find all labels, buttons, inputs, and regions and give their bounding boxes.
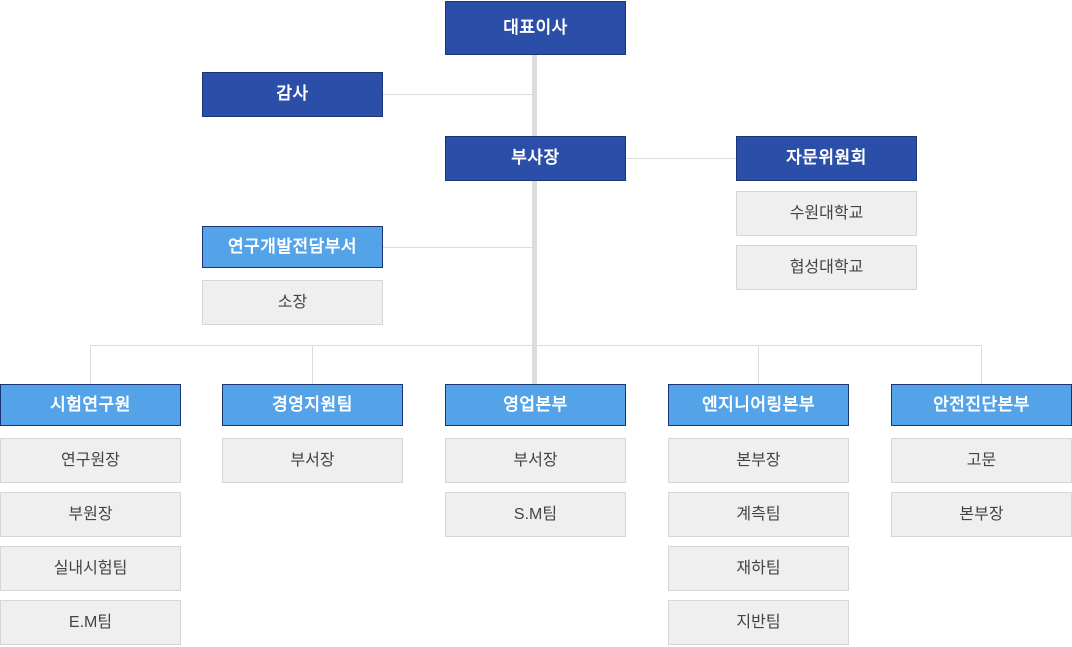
connector-auditor: [383, 94, 535, 95]
node-auditor[interactable]: 감사: [202, 72, 383, 117]
node-department-member[interactable]: 계측팀: [668, 492, 849, 537]
node-department-header[interactable]: 엔지니어링본부: [668, 384, 849, 426]
node-advisory-committee[interactable]: 자문위원회: [736, 136, 917, 181]
trunk-line-vertical: [532, 54, 537, 389]
node-department-member[interactable]: 본부장: [891, 492, 1072, 537]
node-department-member[interactable]: 부서장: [445, 438, 626, 483]
node-department-header[interactable]: 경영지원팀: [222, 384, 403, 426]
node-department-member[interactable]: 연구원장: [0, 438, 181, 483]
connector-drop-1: [90, 345, 91, 384]
connector-drop-5: [981, 345, 982, 384]
node-department-header[interactable]: 영업본부: [445, 384, 626, 426]
node-department-member[interactable]: 부서장: [222, 438, 403, 483]
node-department-member[interactable]: 재하팀: [668, 546, 849, 591]
connector-advisory: [626, 158, 737, 159]
node-department-header[interactable]: 안전진단본부: [891, 384, 1072, 426]
node-rnd-header[interactable]: 연구개발전담부서: [202, 226, 383, 268]
node-department-member[interactable]: S.M팀: [445, 492, 626, 537]
node-vice-president[interactable]: 부사장: [445, 136, 626, 181]
node-department-member[interactable]: 부원장: [0, 492, 181, 537]
node-department-member[interactable]: 고문: [891, 438, 1072, 483]
connector-drop-4: [758, 345, 759, 384]
connector-drop-2: [312, 345, 313, 384]
node-department-member[interactable]: E.M팀: [0, 600, 181, 645]
connector-rnd: [383, 247, 535, 248]
node-advisory-member[interactable]: 협성대학교: [736, 245, 917, 290]
node-ceo[interactable]: 대표이사: [445, 1, 626, 55]
node-department-member[interactable]: 실내시험팀: [0, 546, 181, 591]
node-advisory-member[interactable]: 수원대학교: [736, 191, 917, 236]
node-rnd-member[interactable]: 소장: [202, 280, 383, 325]
node-department-header[interactable]: 시험연구원: [0, 384, 181, 426]
node-department-member[interactable]: 본부장: [668, 438, 849, 483]
node-department-member[interactable]: 지반팀: [668, 600, 849, 645]
